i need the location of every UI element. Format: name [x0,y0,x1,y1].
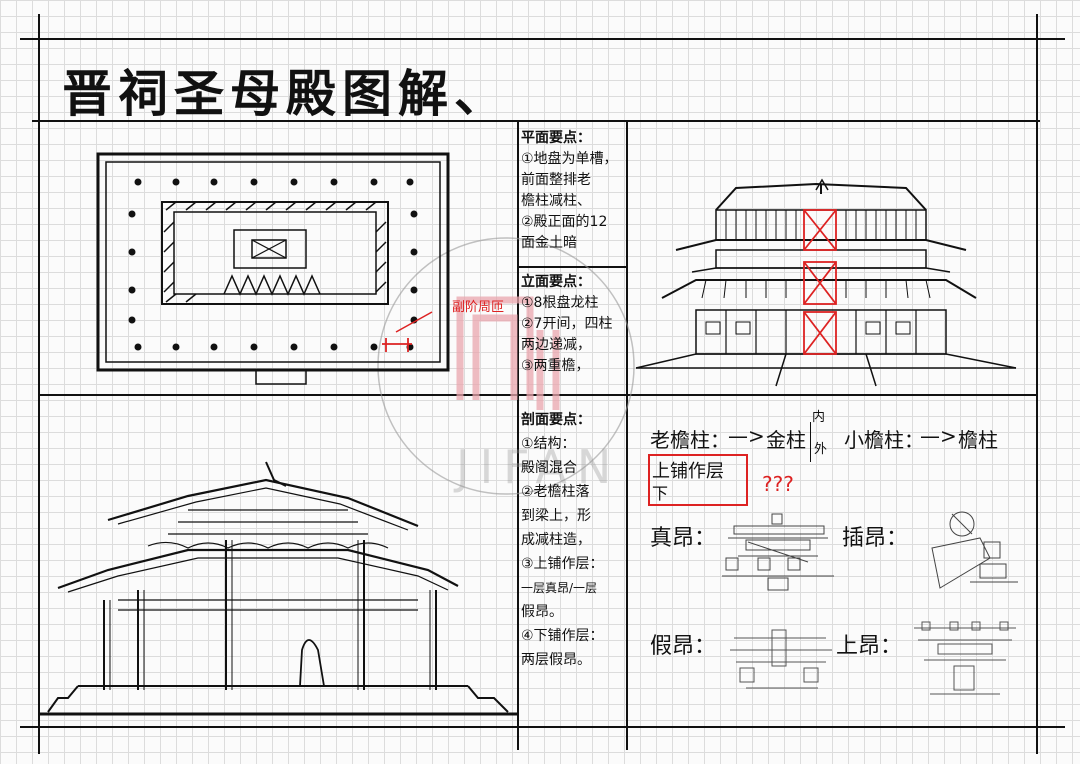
section-notes: 剖面要点： ①结构： 殿阁混合 ②老檐柱落 到梁上，形 成减柱造， ③上铺作层：… [521,408,604,672]
true-ang-bracket-sketch [722,513,834,591]
frame-right-line [1036,14,1038,754]
plan-annotation: 副阶周匝 [452,300,505,315]
outer-label: 外 [814,442,828,457]
plan-note-line: 前面整排老 [521,172,591,188]
cross-section-drawing [38,461,518,716]
upper-bracket-layer-label: 上铺作层 [652,461,724,482]
section-note-line: ③上铺作层： [521,556,604,572]
plan-note-line: ①地盘为单槽， [521,151,618,167]
plan-note-line: 面金土暗 [521,235,577,251]
insert-ang-label: 插昂： [842,526,909,551]
section-notes-heading: 剖面要点： [521,412,591,428]
false-ang-bracket-sketch [730,629,832,689]
upper-ang-label: 上昂： [836,634,903,659]
notes-divider-line [517,266,627,268]
facade-notes-heading: 立面要点： [521,274,591,290]
page-title: 晋祠圣母殿图解、 [62,64,510,123]
frame-left-line [38,14,40,754]
section-note-line: 成减柱造， [521,532,591,548]
facade-note-line: ①8根盘龙柱 [521,295,599,311]
plan-notes-heading: 平面要点： [521,130,591,146]
upper-ang-bracket-sketch [914,621,1016,695]
section-note-line: ②老檐柱落 [521,484,590,500]
small-eave-column-label: 小檐柱： [844,428,924,452]
watermark-text: JIFAN [456,440,622,494]
plan-note-line: 檐柱减柱、 [521,193,591,209]
facade-note-line: 两边递减， [521,337,591,353]
section-note-line: 假昂。 [521,604,563,620]
frame-top-line [20,38,1065,40]
facade-note-line: ③两重檐， [521,358,590,374]
old-eave-column-label: 老檐柱： [650,428,730,452]
notes-right-line [626,120,628,750]
plan-note-line: ②殿正面的12 [521,214,608,230]
inner-outer-divider [810,422,811,462]
gold-column-label: 金柱 [766,428,806,452]
front-elevation-drawing [635,178,1017,387]
section-note-line: ①结构： [521,436,576,452]
inner-label: 内 [812,410,826,425]
arrow-to-gold-column: —> [728,424,765,448]
insert-ang-bracket-sketch [931,511,1018,589]
facade-note-line: ②7开间，四柱 [521,316,613,332]
frame-bottom-line [20,726,1065,728]
section-note-line: ④下铺作层： [521,628,604,644]
section-note-line: 到梁上，形 [521,508,591,524]
notes-left-line [517,120,519,750]
facade-notes: 立面要点： ①8根盘龙柱 ②7开间，四柱 两边递减， ③两重檐， [521,272,612,377]
title-divider-line [32,120,1040,122]
section-note-line: 殿阁混合 [521,460,577,476]
eave-column-label: 檐柱 [958,428,998,452]
lower-bracket-layer-label: 下 [652,484,669,503]
section-note-line: 两层假昂。 [521,652,591,668]
question-marks: ??? [762,472,794,496]
bracket-layer-box [648,454,748,506]
true-ang-label: 真昂： [650,526,717,551]
floor-plan-drawing [96,152,450,385]
false-ang-label: 假昂： [650,634,717,659]
plan-notes: 平面要点： ①地盘为单槽， 前面整排老 檐柱减柱、 ②殿正面的12 面金土暗 [521,128,618,254]
section-note-line: 一层真昂/一层 [521,581,598,595]
arrow-to-eave-column: —> [920,424,957,448]
